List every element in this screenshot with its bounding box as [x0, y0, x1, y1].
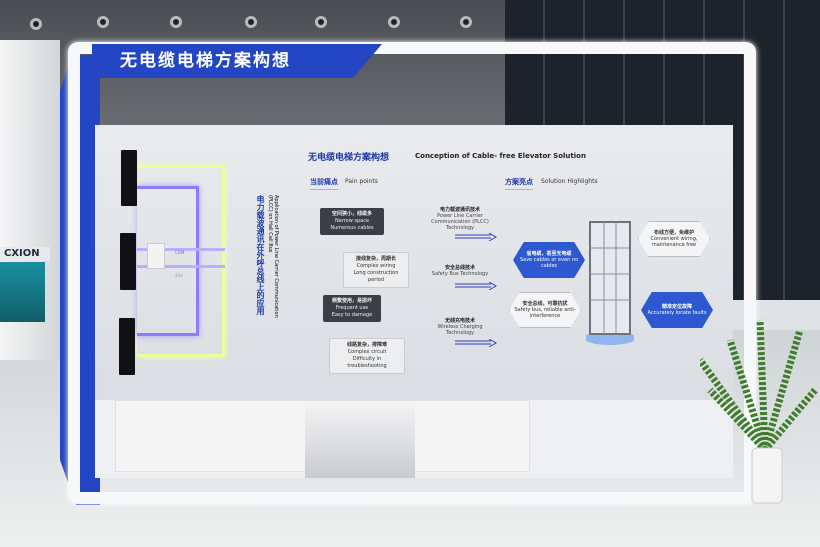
call-panel-top [121, 150, 137, 206]
pain-heading-cn: 当前痛点 [310, 177, 338, 190]
arrow-icon [455, 233, 497, 241]
board-lower-section [95, 400, 733, 478]
board-title-cn: 无电缆电梯方案构想 [308, 153, 390, 163]
frame-blue-edge [60, 55, 100, 505]
call-panel-middle [120, 233, 136, 290]
display-board: COM 24V 电力载波通讯在外呼总线上的应用 Application of P… [95, 125, 733, 400]
booth-banner: 无电缆电梯方案构想 [92, 44, 382, 78]
board-title-en: Conception of Cable- free Elevator Solut… [415, 152, 586, 160]
neighbor-sign: CXION [0, 247, 50, 261]
glow-wire-middle [137, 248, 225, 268]
side-title-cn: 电力载波通讯在外呼总线上的应用 [256, 195, 265, 315]
neighbor-booth-panel [0, 262, 45, 322]
glow-wire-purple [137, 186, 199, 336]
wire-label-com: COM [175, 250, 185, 255]
elevator-illustration [586, 221, 634, 345]
call-panel-bottom [119, 318, 135, 375]
plcc-module [147, 243, 165, 269]
arrow-icon [455, 339, 497, 347]
side-title-en: Application of Power Line Carrier Commun… [267, 195, 279, 318]
solution-heading-cn: 方案亮点 [505, 177, 533, 190]
wire-label-24v: 24V [175, 273, 183, 278]
potted-plant [700, 319, 818, 504]
glow-wire-yellow [137, 165, 225, 357]
pain-heading-en: Pain points [345, 178, 378, 185]
solution-heading-en: Solution Highlights [541, 178, 598, 185]
arrow-icon [455, 282, 497, 290]
